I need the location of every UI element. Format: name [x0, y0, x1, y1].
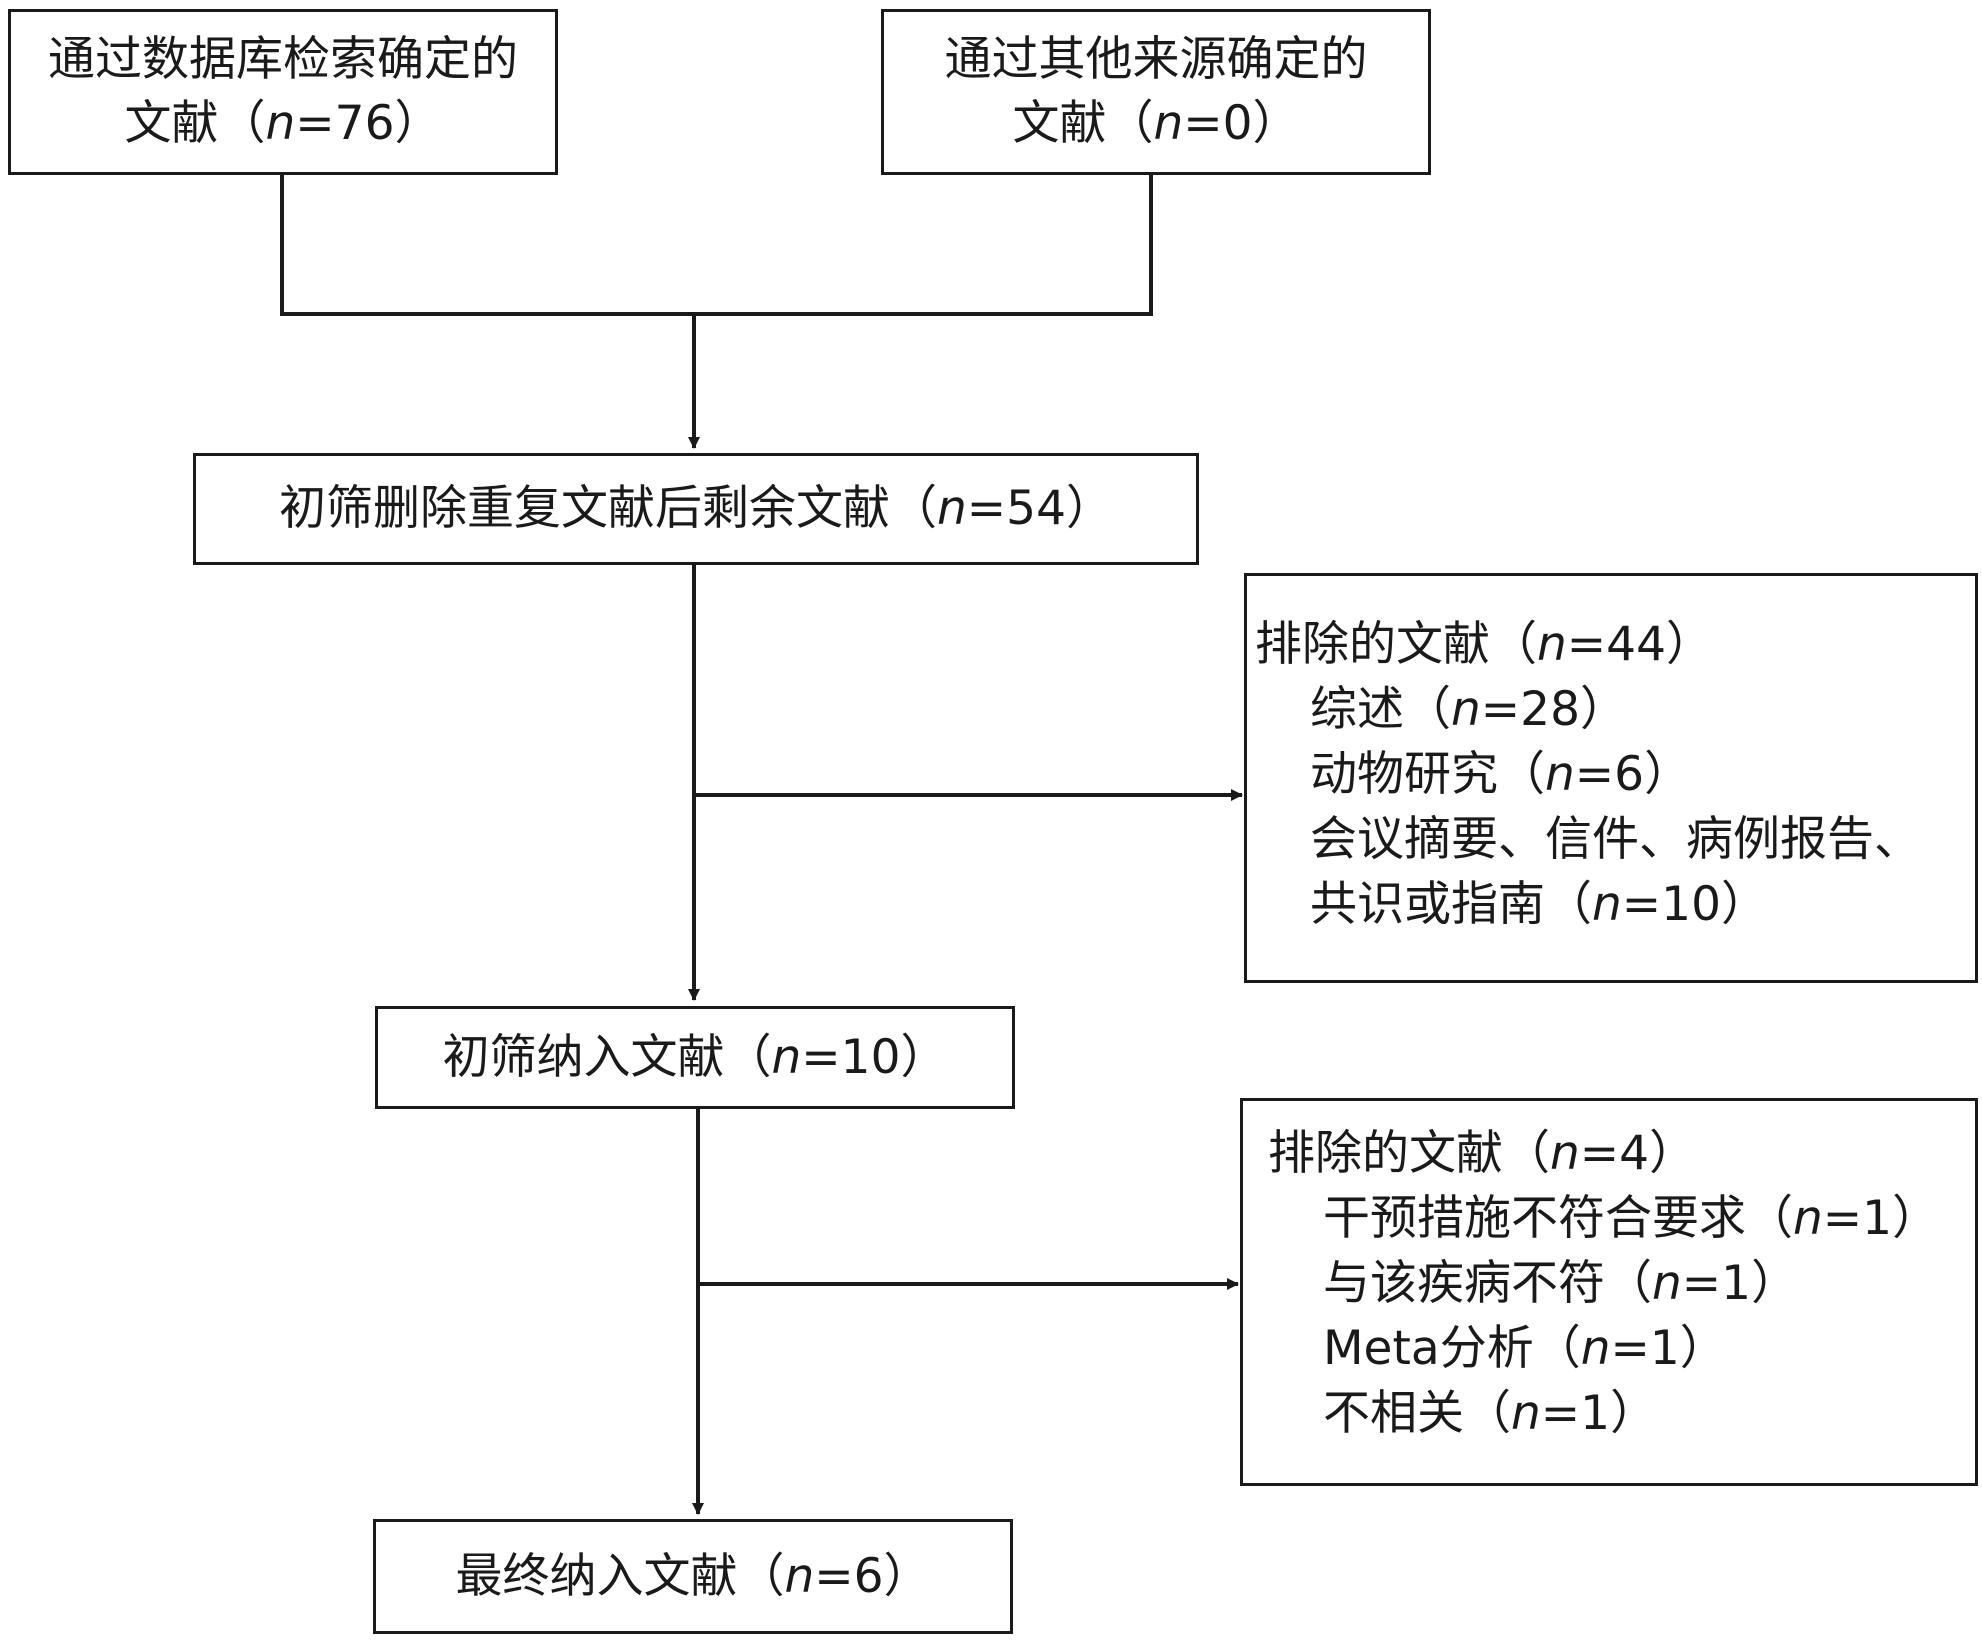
excluded-1-title: 排除的文献（n=44）	[1255, 617, 1713, 672]
merge-connector	[280, 175, 1153, 316]
final-included-label: 最终纳入文献（n=6）	[455, 1548, 931, 1604]
screened-included-box: 初筛纳入文献（n=10）	[375, 1006, 1015, 1109]
after-dedup-label: 初筛删除重复文献后剩余文献（n=54）	[279, 481, 1113, 536]
db-records-box: 通过数据库检索确定的 文献（n=76）	[8, 9, 558, 175]
excluded-2-item: Meta分析（n=1）	[1323, 1321, 1727, 1376]
excluded-1-item: 共识或指南（n=10）	[1310, 877, 1768, 932]
other-records-line1: 通过其他来源确定的	[944, 32, 1368, 87]
final-included-box: 最终纳入文献（n=6）	[373, 1519, 1013, 1634]
excluded-2-item: 干预措施不符合要求（n=1）	[1323, 1191, 1940, 1246]
other-records-box: 通过其他来源确定的 文献（n=0）	[881, 9, 1431, 175]
excluded-1-item: 会议摘要、信件、病例报告、	[1310, 812, 1921, 867]
excluded-1-box: 排除的文献（n=44） 综述（n=28） 动物研究（n=6） 会议摘要、信件、病…	[1244, 573, 1978, 983]
excluded-2-title: 排除的文献（n=4）	[1268, 1126, 1697, 1181]
db-records-line2: 文献（n=76）	[124, 96, 442, 151]
excluded-2-item: 不相关（n=1）	[1323, 1386, 1658, 1441]
excluded-1-item: 动物研究（n=6）	[1310, 747, 1692, 802]
screened-included-label: 初筛纳入文献（n=10）	[442, 1029, 948, 1085]
excluded-2-item: 与该疾病不符（n=1）	[1323, 1256, 1799, 1311]
db-records-line1: 通过数据库检索确定的	[48, 32, 518, 87]
other-records-line2: 文献（n=0）	[1012, 96, 1300, 151]
excluded-2-box: 排除的文献（n=4） 干预措施不符合要求（n=1） 与该疾病不符（n=1） Me…	[1240, 1098, 1978, 1486]
excluded-1-item: 综述（n=28）	[1310, 682, 1627, 737]
after-dedup-box: 初筛删除重复文献后剩余文献（n=54）	[193, 453, 1199, 565]
